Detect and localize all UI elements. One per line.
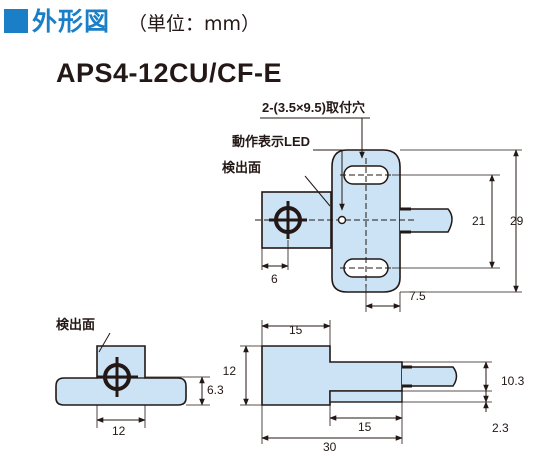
slot-callout: 2-(3.5×9.5)取付穴	[262, 100, 365, 115]
detection-face-callout-front: 検出面	[56, 317, 95, 332]
dim-10-3: 10.3	[501, 374, 525, 388]
model-number: APS4-12CU/CF-E	[56, 58, 283, 88]
dim-2-3: 2.3	[492, 421, 509, 435]
detection-face-callout: 検出面	[222, 160, 261, 175]
header-square-icon	[4, 9, 28, 33]
dim-15-upper: 15	[289, 323, 303, 337]
unit-note: （単位：mm）	[128, 13, 261, 35]
top-view	[255, 117, 522, 312]
side-view	[240, 320, 492, 444]
dim-7-5: 7.5	[409, 289, 426, 303]
dim-30: 30	[323, 440, 337, 454]
led-indicator-icon	[337, 215, 347, 225]
dim-21: 21	[472, 214, 486, 228]
dim-29: 29	[510, 214, 524, 228]
section-title: 外形図	[32, 7, 111, 36]
bracket-plate-side	[329, 390, 403, 403]
cable-side	[402, 366, 458, 387]
dim-12-side: 12	[223, 364, 237, 378]
cable-top	[400, 208, 453, 233]
dim-15-lower: 15	[358, 420, 372, 434]
section-header: 外形図 （単位：mm）	[4, 2, 260, 36]
dim-12-front: 12	[112, 424, 126, 438]
dim-6: 6	[271, 272, 278, 286]
front-view	[55, 332, 210, 428]
dim-6-3: 6.3	[207, 383, 224, 397]
led-callout: 動作表示LED	[232, 134, 310, 149]
